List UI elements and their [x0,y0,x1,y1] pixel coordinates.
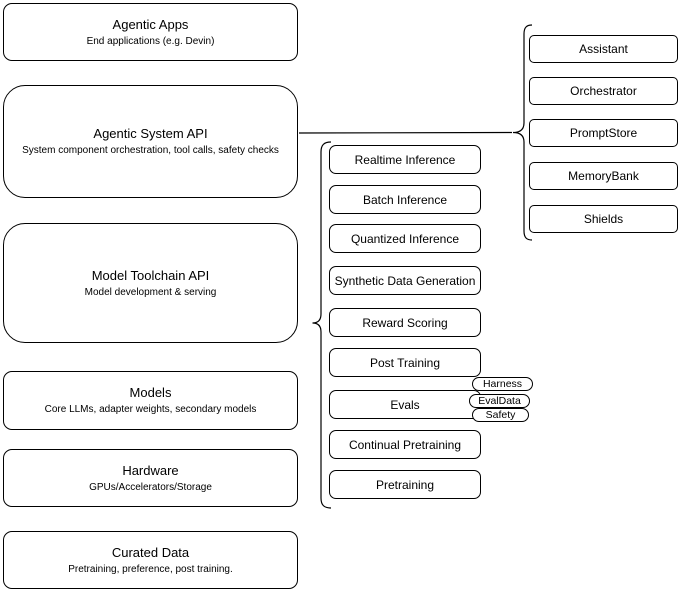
node-subtitle: Model development & serving [84,286,217,298]
tag-harness: Harness [472,377,533,391]
node-batch-inference: Batch Inference [329,185,481,214]
node-models: Models Core LLMs, adapter weights, secon… [3,371,298,430]
node-label: MemoryBank [568,169,639,183]
node-title: Hardware [122,462,179,478]
node-label: Reward Scoring [362,315,448,330]
node-evals: Evals [329,390,481,419]
node-memorybank: MemoryBank [529,162,678,190]
node-title: Models [129,385,172,400]
node-curated-data: Curated Data Pretraining, preference, po… [3,531,298,589]
node-label: PromptStore [569,126,638,140]
node-promptstore: PromptStore [529,119,678,147]
tag-label: Harness [482,378,523,390]
node-title: Curated Data [111,544,190,560]
node-label: Realtime Inference [354,152,456,167]
node-subtitle: End applications (e.g. Devin) [86,35,215,47]
node-subtitle: GPUs/Accelerators/Storage [89,481,212,493]
tag-safety: Safety [472,408,529,422]
node-label: Continual Pretraining [348,437,462,452]
node-agentic-system-api: Agentic System API System component orch… [3,85,298,198]
node-assistant: Assistant [529,35,678,63]
node-quantized-inference: Quantized Inference [329,224,481,253]
node-post-training: Post Training [329,348,481,377]
node-label: Post Training [369,355,441,370]
node-continual-pretraining: Continual Pretraining [329,430,481,459]
system-group-brace [512,24,533,241]
node-hardware: Hardware GPUs/Accelerators/Storage [3,449,298,507]
node-subtitle: Core LLMs, adapter weights, secondary mo… [44,404,257,415]
node-label: Synthetic Data Generation [334,273,476,288]
node-title: Model Toolchain API [91,267,210,283]
node-agentic-apps: Agentic Apps End applications (e.g. Devi… [3,3,298,61]
node-shields: Shields [529,205,678,233]
node-label: Assistant [579,42,628,56]
toolchain-group-brace [312,141,332,509]
node-subtitle: System component orchestration, tool cal… [22,145,279,156]
node-reward-scoring: Reward Scoring [329,308,481,337]
node-model-toolchain-api: Model Toolchain API Model development & … [3,223,298,343]
node-label: Batch Inference [362,192,448,207]
tag-evaldata: EvalData [469,394,530,408]
node-title: Agentic System API [93,126,208,141]
node-realtime-inference: Realtime Inference [329,145,481,174]
system-api-connector-line [298,131,513,134]
node-synthetic-data-generation: Synthetic Data Generation [329,266,481,295]
node-label: Evals [390,397,420,412]
node-pretraining: Pretraining [329,470,481,499]
node-label: Orchestrator [570,84,637,98]
tag-label: EvalData [478,395,521,407]
node-subtitle: Pretraining, preference, post training. [68,563,233,575]
tag-label: Safety [485,409,516,421]
node-title: Agentic Apps [112,16,189,32]
node-orchestrator: Orchestrator [529,77,678,105]
node-label: Quantized Inference [350,231,460,246]
node-label: Shields [583,212,624,226]
node-label: Pretraining [375,477,435,492]
